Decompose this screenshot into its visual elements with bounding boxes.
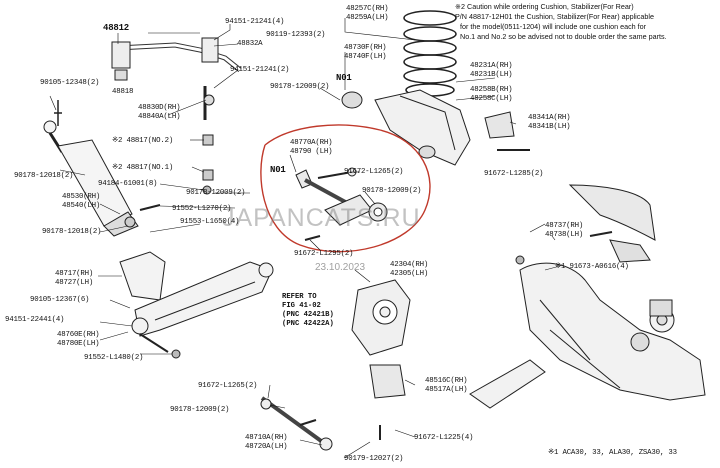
label-91672-l1285[interactable]: 91672-L1285(2) [484,170,544,178]
label-90178-12018-top[interactable]: 90178-12018(2) [14,172,74,180]
coil-spring [403,10,457,97]
watermark: JAPANCATS.RU [222,204,421,232]
label-48517a[interactable]: 48517A(LH) [425,386,468,394]
label-48258c[interactable]: 48258C(LH) [470,95,513,103]
refer-to-line-2: FIG 41-02 [282,302,321,310]
callout-n01-link: N01 [270,165,286,175]
label-48817-no2[interactable]: ※2 48817(NO.2) [112,137,174,145]
shock-absorber [43,120,161,237]
label-90178-12009-lower[interactable]: 90178-12009(2) [170,406,230,414]
label-48530[interactable]: 48530(RH) [62,193,101,201]
label-91552-l1270[interactable]: 91552-L1270(2) [172,205,232,213]
label-91553-l1650[interactable]: 91553-L1650(4) [180,218,240,226]
label-48780e[interactable]: 48780E(LH) [57,340,100,348]
label-48737[interactable]: 48737(RH) [545,222,584,230]
label-48760e[interactable]: 48760E(RH) [57,331,100,339]
label-91673-a0616[interactable]: ※1 91673-A0616(4) [555,263,629,271]
label-48259a[interactable]: 48259A(LH) [346,14,389,22]
label-48710a[interactable]: 48710A(RH) [245,434,288,442]
label-90178-12009-link[interactable]: 90178-12009(2) [362,187,422,195]
assembly-overview [469,184,706,409]
label-48817-no1[interactable]: ※2 48817(NO.1) [112,164,174,172]
refer-to-line-3: (PNC 42421B) [282,311,334,319]
label-94151-22441[interactable]: 94151-22441(4) [5,316,65,324]
label-91672-l1265-lower[interactable]: 91672-L1265(2) [198,382,258,390]
callout-n01-upper: N01 [336,73,352,83]
label-48727[interactable]: 48727(LH) [55,279,94,287]
caution-note-line-4: No.1 and No.2 so be advised not to doubl… [460,32,667,41]
label-48840a[interactable]: 48840A(LH) [138,113,181,121]
label-48830d[interactable]: 48830D(RH) [138,104,181,112]
label-90119-12393[interactable]: 90119-12393(2) [266,31,326,39]
label-94151-21241-4[interactable]: 94151-21241(4) [225,18,285,26]
label-90105-12367[interactable]: 90105-12367(6) [30,296,90,304]
label-48540[interactable]: 48540(LH) [62,202,101,210]
label-42304[interactable]: 42304(RH) [390,261,429,269]
model-applicability-note: ※1 ACA30, 33, ALA30, ZSA30, 33 [548,449,677,457]
label-48740f[interactable]: 48740F(LH) [344,53,387,61]
label-48812[interactable]: 48812 [103,23,130,33]
label-48790[interactable]: 48790 (LH) [290,148,333,156]
caution-note-line-2: P/N 48817-12H01 the Cushion, Stabilizer(… [455,12,654,21]
caution-note-line-3: for the model(0511-1204) will include on… [460,22,647,31]
label-90178-12018-bottom[interactable]: 90178-12018(2) [42,228,102,236]
knuckle [351,279,411,440]
caution-note-line-1: ※2 Caution while ordering Cushion, Stabi… [455,2,634,11]
label-90178-12009-top[interactable]: 90178-12009(2) [270,83,330,91]
label-91552-l1480[interactable]: 91552-L1480(2) [84,354,144,362]
refer-to-line-1: REFER TO [282,293,317,301]
label-48231b[interactable]: 48231B(LH) [470,71,513,79]
refer-to-line-4: (PNC 42422A) [282,320,334,328]
label-90179-12027[interactable]: 90179-12027(2) [344,455,404,463]
lateral-link [295,167,388,241]
label-48231a[interactable]: 48231A(RH) [470,62,513,70]
label-94151-21241-2[interactable]: 94151-21241(2) [230,66,290,74]
label-48720a[interactable]: 48720A(LH) [245,443,288,451]
toe-link [260,396,333,451]
lower-control-arm [119,251,274,359]
date-stamp: 23.10.2023 [315,262,366,273]
label-91672-l1295[interactable]: 91672-L1295(2) [294,250,354,258]
label-42305[interactable]: 42305(LH) [390,270,429,278]
label-48341a[interactable]: 48341A(RH) [528,114,571,122]
label-90105-12348[interactable]: 90105-12348(2) [40,79,100,87]
label-48738[interactable]: 48738(LH) [545,231,584,239]
label-48341b[interactable]: 48341B(LH) [528,123,571,131]
label-48258b[interactable]: 48258B(RH) [470,86,513,94]
label-48770a[interactable]: 48770A(RH) [290,139,333,147]
upper-arm [341,89,530,166]
label-48717[interactable]: 48717(RH) [55,270,94,278]
label-48257c[interactable]: 48257C(RH) [346,5,389,13]
label-48818[interactable]: 48818 [112,88,134,96]
label-48516c[interactable]: 48516C(RH) [425,377,468,385]
label-91672-l1225[interactable]: 91672-L1225(4) [414,434,474,442]
label-48730f[interactable]: 48730F(RH) [344,44,387,52]
label-48832a[interactable]: 48832A [237,40,263,48]
label-90178-12009-left[interactable]: 90178-12009(2) [186,189,246,197]
highlight-circle [260,124,431,253]
leader-lines [49,18,561,459]
label-94184-61001[interactable]: 94184-61001(8) [98,180,158,188]
stabilizer-bar [54,37,242,195]
label-91672-l1265-link[interactable]: 91672-L1265(2) [344,168,404,176]
